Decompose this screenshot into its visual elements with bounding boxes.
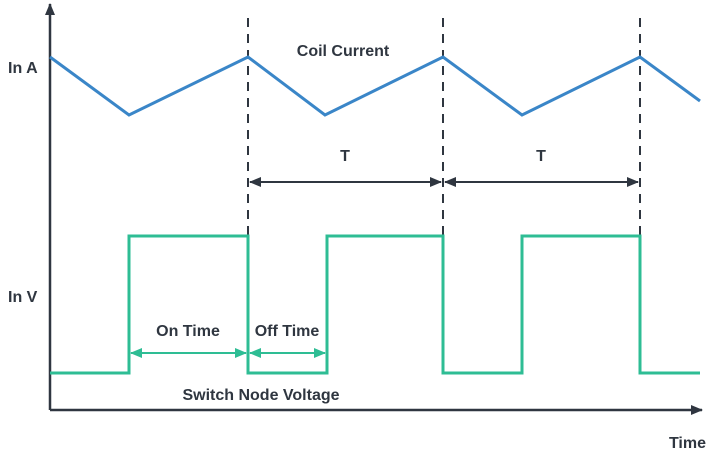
coil-current-label: Coil Current [297, 43, 390, 60]
switch-node-voltage-waveform [50, 234, 700, 375]
time-axis-label: Time [669, 435, 706, 452]
in-a-label: In A [8, 60, 38, 77]
on-time-label: On Time [156, 323, 220, 340]
period-label-2: T [536, 148, 546, 165]
coil-current-waveform [49, 55, 701, 117]
switch-node-voltage-label: Switch Node Voltage [182, 387, 339, 404]
period-label-1: T [340, 148, 350, 165]
off-time-label: Off Time [255, 323, 320, 340]
in-v-label: In V [8, 289, 38, 306]
